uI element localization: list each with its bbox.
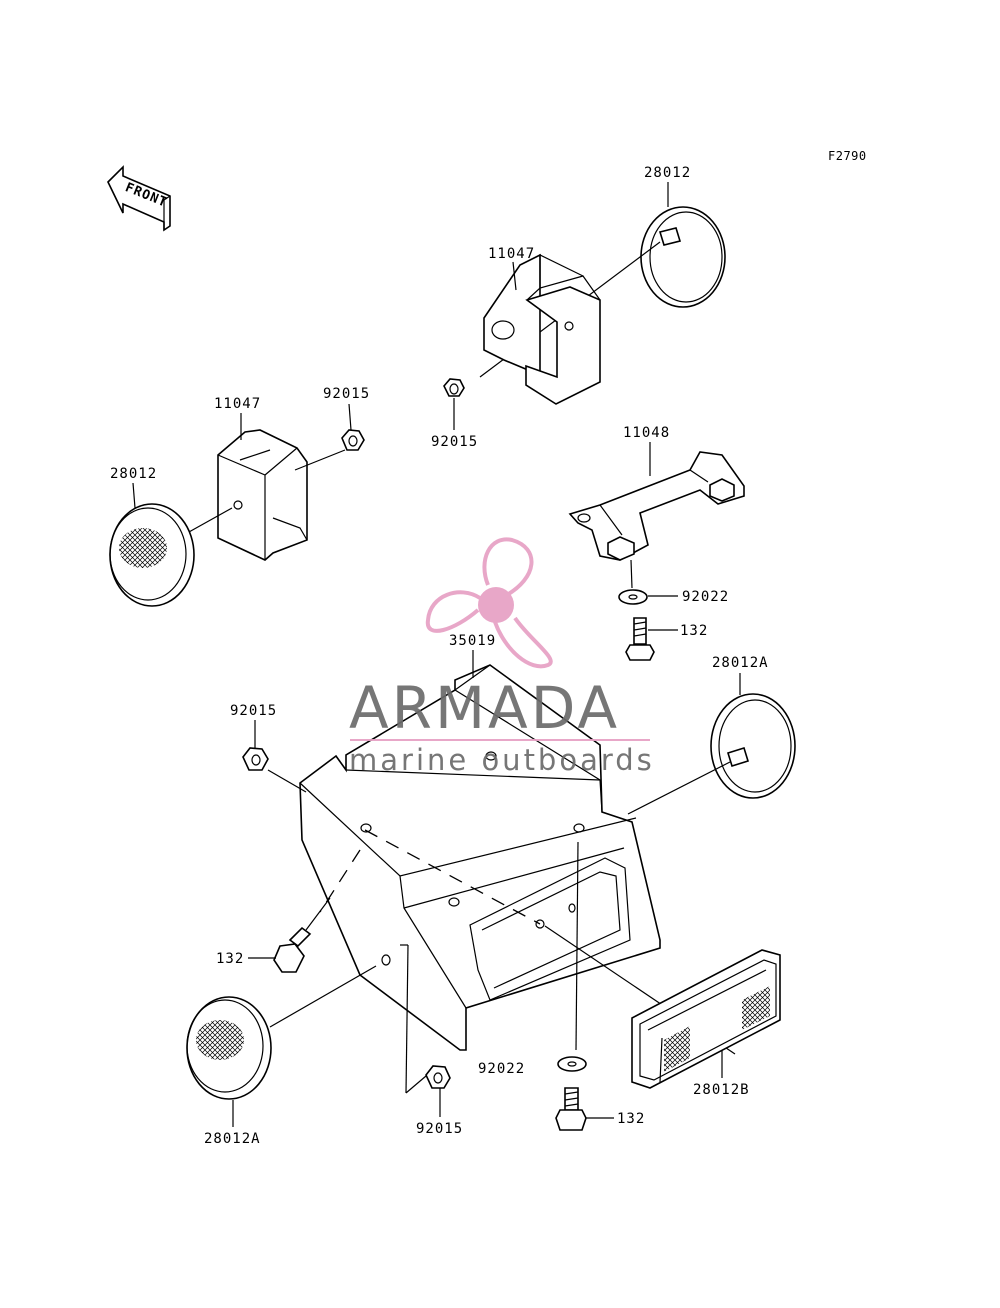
reflector-28012A-left <box>186 996 272 1100</box>
callout-28012A-left: 28012A <box>204 1131 261 1147</box>
callout-28012A-right: 28012A <box>712 655 769 671</box>
callout-132-left: 132 <box>216 951 244 967</box>
callout-11047-left: 11047 <box>214 396 261 412</box>
callout-92015-left: 92015 <box>323 386 370 402</box>
nut-92015-bottom <box>425 1065 451 1089</box>
callout-11047-top: 11047 <box>488 246 535 262</box>
nut-92015-mid <box>242 747 269 771</box>
reflector-28012-left <box>109 503 195 607</box>
reflector-28012-top <box>640 206 726 308</box>
bracket-11047-top <box>483 253 601 405</box>
bolt-132-left <box>273 926 312 973</box>
nut-92015-top <box>443 378 465 397</box>
callout-11048: 11048 <box>623 425 670 441</box>
callout-28012B: 28012B <box>693 1082 750 1098</box>
callout-132-bottom: 132 <box>617 1111 645 1127</box>
figure-code: F2790 <box>828 149 867 163</box>
callout-92022-top: 92022 <box>682 589 729 605</box>
reflector-28012A-right <box>710 693 796 799</box>
bracket-11047-left <box>217 429 308 561</box>
stay-11048 <box>568 451 745 561</box>
washer-92022-top <box>618 589 648 605</box>
watermark-brand: ARMADA <box>349 674 620 742</box>
watermark: ARMADA marine outboards <box>349 537 655 777</box>
callout-92015-mid: 92015 <box>230 703 277 719</box>
front-arrow-icon: FRONT <box>107 165 171 232</box>
callout-28012-top: 28012 <box>644 165 691 181</box>
callout-28012-left: 28012 <box>110 466 157 482</box>
nut-92015-left <box>341 429 365 451</box>
callout-35019: 35019 <box>449 633 496 649</box>
callout-92015-bottom: 92015 <box>416 1121 463 1137</box>
leader-lines <box>132 182 741 1127</box>
reflector-28012B <box>631 949 781 1089</box>
bolt-132-top <box>625 617 655 661</box>
callout-132-top: 132 <box>680 623 708 639</box>
propeller-logo-icon <box>425 537 553 669</box>
washer-92022-bottom <box>557 1056 587 1072</box>
callout-92015-top: 92015 <box>431 434 478 450</box>
callout-92022-bottom: 92022 <box>478 1061 525 1077</box>
callout-labels: 28012 11047 92015 11047 92015 28012 1104… <box>110 165 769 1147</box>
bolt-132-bottom <box>555 1087 587 1131</box>
watermark-tagline: marine outboards <box>349 743 655 777</box>
